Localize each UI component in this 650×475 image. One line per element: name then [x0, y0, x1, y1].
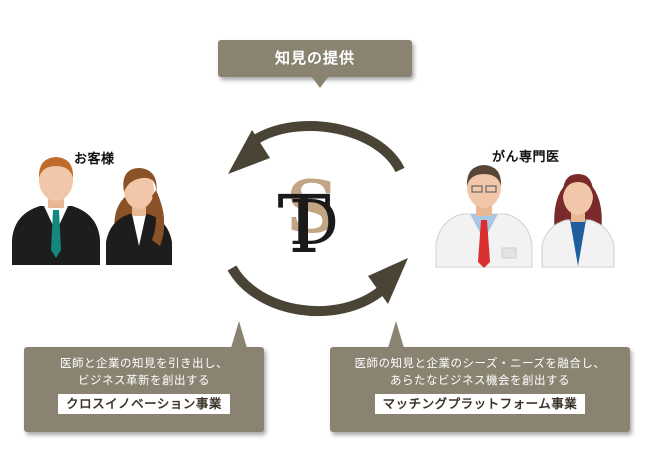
top-cycle-arrow — [228, 121, 405, 174]
customers-title: お客様 — [74, 152, 115, 167]
cross-innovation-line-2: ビジネス革新を創出する — [78, 373, 210, 387]
logo-letter-d: D — [289, 186, 339, 259]
cross-innovation-bubble: 医師と企業の知見を引き出し、 ビジネス革新を創出する クロスイノベーション事業 — [24, 321, 264, 432]
doctor-man-icon — [435, 165, 533, 268]
matching-platform-label: マッチングプラットフォーム事業 — [374, 394, 586, 414]
bottom-cycle-arrow — [227, 258, 408, 316]
cross-innovation-line-1: 医師と企業の知見を引き出し、 — [60, 356, 228, 370]
cross-innovation-label: クロスイノベーション事業 — [58, 394, 230, 414]
matching-platform-line-1: 医師の知見と企業のシーズ・ニーズを融合し、 — [354, 356, 606, 370]
tsd-logo: S D T — [277, 164, 339, 271]
logo-letter-s: S — [286, 164, 338, 249]
customer-woman-icon — [106, 168, 172, 265]
matching-platform-bubble: 医師の知見と企業のシーズ・ニーズを融合し、 あらたなビジネス機会を創出する マッ… — [330, 321, 630, 432]
knowledge-provision-bubble: 知見の提供 — [218, 40, 412, 88]
customer-man-icon — [12, 157, 100, 265]
matching-platform-line-2: あらたなビジネス機会を創出する — [390, 373, 570, 387]
doctor-woman-icon — [541, 174, 615, 268]
logo-letter-t: T — [277, 178, 330, 271]
doctors-title: がん専門医 — [492, 150, 560, 165]
knowledge-provision-text: 知見の提供 — [274, 49, 355, 67]
